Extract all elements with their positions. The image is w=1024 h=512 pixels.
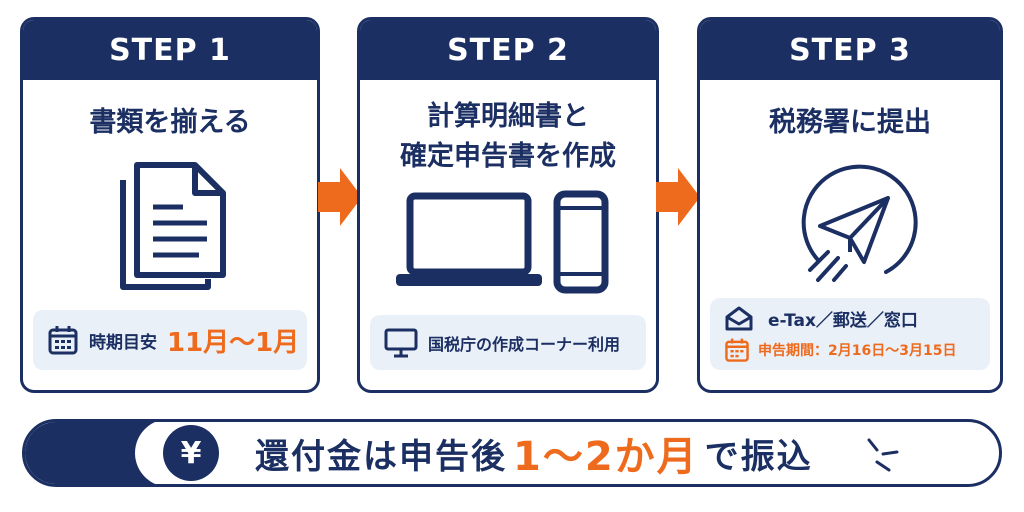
refund-banner: ¥ 還付金は申告後 1～2か月 で振込	[22, 419, 1002, 487]
monitor-icon	[384, 328, 418, 357]
mail-icon	[725, 306, 753, 331]
step-1-card: STEP 1 書類を揃える 時期目安 11月～1月	[20, 17, 320, 393]
step-1-timing-box: 時期目安 11月～1月	[33, 310, 307, 370]
yen-icon: ¥	[163, 425, 219, 481]
step-3-label: STEP 3	[700, 20, 1000, 80]
step-1-timing-label: 時期目安	[89, 332, 157, 353]
step-1-timing-value: 11月～1月	[167, 327, 300, 358]
laptop-icon	[396, 192, 542, 286]
step-2-title-line-2: 確定申告書を作成	[400, 141, 616, 172]
documents-icon	[120, 162, 226, 290]
yen-symbol: ¥	[180, 435, 202, 471]
step-2-label: STEP 2	[360, 20, 656, 80]
step-2-title-line-1: 計算明細書と	[427, 101, 589, 132]
calendar-icon	[725, 338, 749, 362]
step-2-card: STEP 2 計算明細書と 確定申告書を作成 国税庁の作成コーナー利用	[357, 17, 659, 393]
calendar-icon	[48, 326, 78, 355]
paper-plane-icon	[801, 164, 918, 282]
step-2-info-text: 国税庁の作成コーナー利用	[428, 334, 621, 354]
step-1-title: 書類を揃える	[89, 107, 251, 138]
step-2-info-box: 国税庁の作成コーナー利用	[370, 315, 646, 370]
step-3-card: STEP 3 税務署に提出 e-Tax／郵送／窓口 申	[697, 17, 1003, 393]
arrow-1-icon	[318, 168, 362, 226]
sparkle-icon	[867, 438, 899, 472]
smartphone-icon	[553, 190, 609, 294]
banner-text-before: 還付金は申告後	[255, 436, 507, 477]
banner-text-after: で振込	[704, 436, 813, 477]
step-3-info-box: e-Tax／郵送／窓口 申告期間：2月16日～3月15日	[710, 298, 990, 370]
banner-text: 還付金は申告後 1～2か月 で振込	[255, 422, 813, 484]
arrow-2-icon	[656, 168, 700, 226]
step-3-methods: e-Tax／郵送／窓口	[768, 310, 918, 331]
step-3-title: 税務署に提出	[769, 107, 931, 138]
step-1-label: STEP 1	[23, 20, 317, 80]
banner-text-highlight: 1～2か月	[513, 434, 699, 480]
step-3-period: 申告期間：2月16日～3月15日	[758, 343, 957, 359]
